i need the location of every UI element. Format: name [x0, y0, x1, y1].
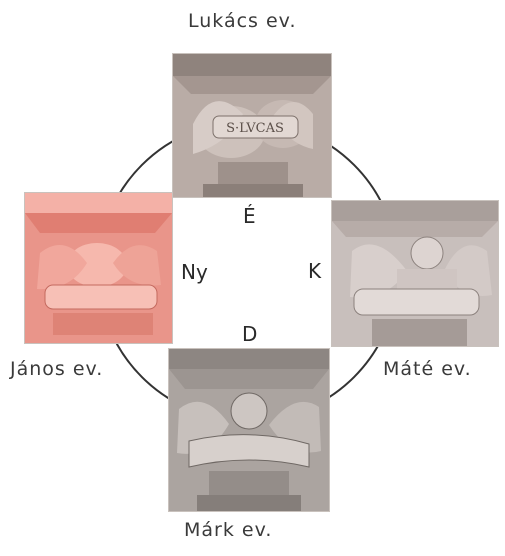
- lukacs-capital-image: S·LVCAS: [172, 53, 332, 198]
- direction-west: Ny: [181, 260, 208, 284]
- mark-capital-image: [168, 348, 330, 512]
- direction-north: É: [243, 204, 256, 228]
- direction-south: D: [242, 322, 257, 346]
- mate-capital-image: [331, 200, 499, 347]
- direction-east: K: [308, 259, 321, 283]
- label-janos: János ev.: [10, 358, 103, 380]
- label-mark: Márk ev.: [184, 519, 272, 541]
- janos-capital-image: [24, 192, 173, 344]
- label-lukacs: Lukács ev.: [188, 10, 297, 32]
- svg-text:S·LVCAS: S·LVCAS: [226, 121, 284, 136]
- label-mate: Máté ev.: [383, 358, 472, 380]
